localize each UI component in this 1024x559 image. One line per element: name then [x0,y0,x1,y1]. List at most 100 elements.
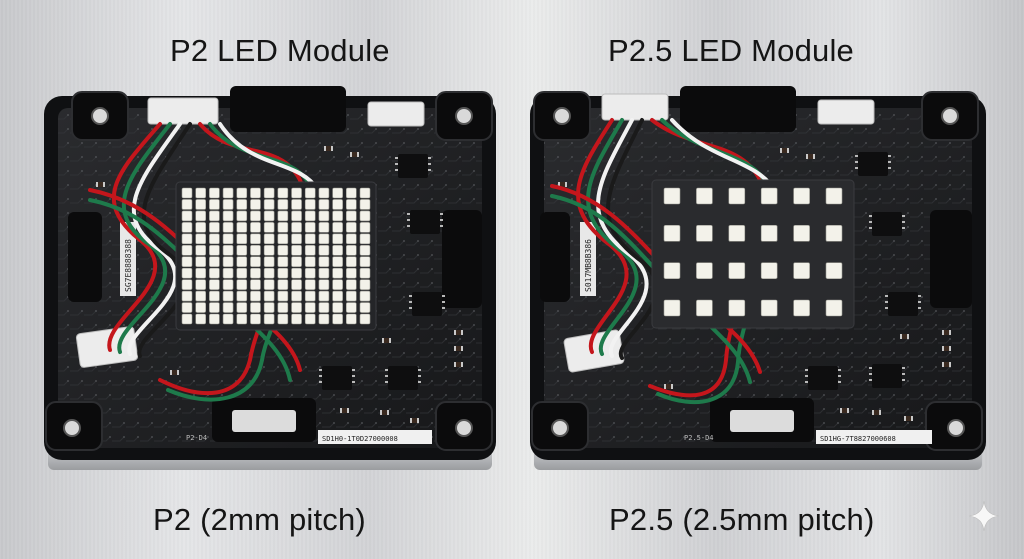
p2-led [291,279,302,290]
p2-led [346,313,357,325]
p2-led [209,199,220,210]
p2-led [291,199,302,210]
module-title-p2: P2 LED Module [170,33,390,68]
p2-led [277,233,289,245]
p2-led [236,256,248,268]
p2-led [318,199,330,210]
p2-barcode-label: SD1H0-1T0D27000008 [322,435,398,443]
p2-led [346,267,357,279]
p2-led [236,244,248,256]
p2-led [209,279,220,290]
p2-led [250,256,261,268]
p2-led [318,222,330,233]
p2-led [277,222,289,233]
p2-led [222,279,234,290]
p25-led [760,225,778,242]
p2-led [318,210,330,222]
p2-led [263,279,275,290]
p2-led [263,199,275,210]
p2-led [277,279,289,290]
p25-led-matrix [651,179,855,329]
p2-led [222,256,234,268]
p2-led [181,290,193,302]
p2-led [222,244,234,256]
p2-side-label: SG7E8888388 [124,239,133,292]
p2-led [359,267,371,279]
p2-led [332,210,343,222]
p25-led [825,187,843,205]
p2-led [291,244,302,256]
p2-led [181,302,193,313]
p2-led [250,290,261,302]
p2-led [332,233,343,245]
p25-led [663,299,681,317]
p2-led [250,187,261,199]
p2-led [277,256,289,268]
p2-led [359,210,371,222]
p2-led [222,233,234,245]
sparkle-icon [968,500,1000,532]
p2-led [346,199,357,210]
p2-led [236,279,248,290]
p2-led [222,302,234,313]
p2-led [304,267,316,279]
p25-led [793,299,810,317]
p2-led [291,222,302,233]
p2-led [181,244,193,256]
p2-led [250,313,261,325]
p2-led [291,233,302,245]
p2-led [332,267,343,279]
p2-led [304,222,316,233]
p2-led [195,210,206,222]
p2-led [291,313,302,325]
p25-led [663,187,681,205]
p2-led [209,302,220,313]
p2-led [222,210,234,222]
p2-led [222,222,234,233]
p2-led [195,313,206,325]
p2-led-matrix [175,181,377,331]
p2-led [359,244,371,256]
p25-led [728,225,746,242]
p25-led [825,225,843,242]
p2-led [263,233,275,245]
p25-led [696,262,713,279]
p2-led [250,279,261,290]
p2-led [291,187,302,199]
p2-led [209,233,220,245]
p2-led [195,279,206,290]
p2-led [236,199,248,210]
p2-led [291,302,302,313]
p2-corner-code: P2-D4 [186,434,207,442]
p2-led [318,244,330,256]
p2-led [236,187,248,199]
p2-led [263,313,275,325]
p2-led [209,187,220,199]
p2-led [250,222,261,233]
p2-led [304,256,316,268]
p2-led [209,290,220,302]
p2-led [346,302,357,313]
p2-led [346,279,357,290]
p25-led [728,262,746,279]
p2-led [277,267,289,279]
p2-led [318,267,330,279]
p2-led [209,222,220,233]
p2-led [304,244,316,256]
p2-led [181,210,193,222]
p2-led [359,222,371,233]
p2-led [304,199,316,210]
p2-led [181,233,193,245]
p2-led [332,313,343,325]
pitch-caption-p25: P2.5 (2.5mm pitch) [609,502,875,537]
p25-led [663,225,681,242]
p2-led [236,267,248,279]
p2-led [250,244,261,256]
p25-module-board: S017MB8B386 SD1HG-7T8827000608 P2.5-D4 [530,86,986,470]
p25-led [793,225,810,242]
p2-led [181,187,193,199]
p2-led [291,256,302,268]
p2-led [236,222,248,233]
p2-led [277,302,289,313]
p2-led-array [181,187,371,325]
